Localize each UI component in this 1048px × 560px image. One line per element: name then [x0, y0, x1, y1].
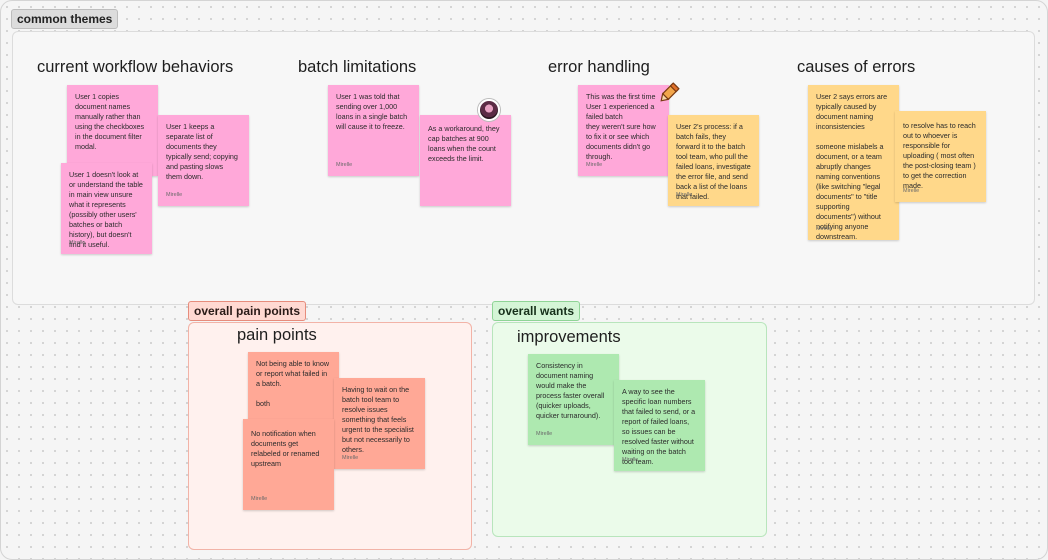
overall-wants-label[interactable]: overall wants	[492, 301, 581, 321]
note-text: Consistency in document naming would mak…	[536, 361, 605, 420]
user-avatar[interactable]	[478, 99, 500, 121]
sticky-note[interactable]: to resolve has to reach out to whoever i…	[895, 111, 986, 202]
note-author: Mirelle	[676, 192, 693, 198]
sticky-note[interactable]: As a workaround, they cap batches at 900…	[420, 115, 511, 206]
marker-cursor-icon	[660, 82, 680, 102]
note-text: As a workaround, they cap batches at 900…	[428, 124, 500, 163]
note-author: Mirelle	[251, 496, 268, 502]
heading-error-handling[interactable]: error handling	[548, 58, 650, 76]
note-text: This was the first time User 1 experienc…	[586, 92, 656, 161]
note-author: Mirelle	[816, 226, 833, 232]
heading-batch-limitations[interactable]: batch limitations	[298, 58, 417, 76]
note-text: A way to see the specific loan numbers t…	[622, 387, 696, 466]
note-text: Having to wait on the batch tool team to…	[342, 385, 414, 454]
sticky-note[interactable]: A way to see the specific loan numbers t…	[614, 380, 705, 471]
note-author: Mirelle	[622, 457, 639, 463]
note-text: to resolve has to reach out to whoever i…	[903, 121, 976, 190]
note-author: Mirelle	[69, 240, 86, 246]
sticky-note[interactable]: User 2 says errors are typically caused …	[808, 85, 899, 241]
heading-improvements[interactable]: improvements	[517, 328, 621, 346]
sticky-note[interactable]: Consistency in document naming would mak…	[528, 354, 619, 445]
heading-pain-points[interactable]: pain points	[237, 326, 317, 344]
sticky-note[interactable]: User 1 keeps a separate list of document…	[158, 115, 249, 206]
note-author: Mirelle	[586, 162, 603, 168]
note-text: User 1 copies document names manually ra…	[75, 92, 145, 151]
note-author: Mirelle	[342, 455, 359, 461]
common-themes-label[interactable]: common themes	[11, 9, 119, 29]
note-author: Mirelle	[536, 431, 553, 437]
heading-current-workflow[interactable]: current workflow behaviors	[37, 58, 234, 76]
overall-pain-points-label[interactable]: overall pain points	[188, 301, 307, 321]
sticky-note[interactable]: User 2's process: if a batch fails, they…	[668, 115, 759, 206]
sticky-note[interactable]: This was the first time User 1 experienc…	[578, 85, 669, 176]
heading-causes-of-errors[interactable]: causes of errors	[797, 58, 916, 76]
note-text: No notification when documents get relab…	[251, 429, 320, 468]
note-author: Mirelle	[903, 188, 920, 194]
note-text: User 1 keeps a separate list of document…	[166, 122, 238, 181]
sticky-note[interactable]: No notification when documents get relab…	[243, 419, 334, 510]
note-author: Mirelle	[166, 192, 183, 198]
note-text: User 1 doesn't look at or understand the…	[69, 170, 143, 249]
note-text: User 2's process: if a batch fails, they…	[676, 122, 751, 201]
note-author: Mirelle	[336, 162, 353, 168]
sticky-note[interactable]: User 1 doesn't look at or understand the…	[61, 163, 152, 254]
sticky-note[interactable]: User 1 was told that sending over 1,000 …	[328, 85, 419, 176]
note-text: User 1 was told that sending over 1,000 …	[336, 92, 408, 131]
sticky-note[interactable]: User 1 copies document names manually ra…	[67, 85, 158, 176]
sticky-note[interactable]: Having to wait on the batch tool team to…	[334, 378, 425, 469]
note-text: Not being able to know or report what fa…	[256, 359, 330, 408]
note-text: User 2 says errors are typically caused …	[816, 92, 888, 241]
